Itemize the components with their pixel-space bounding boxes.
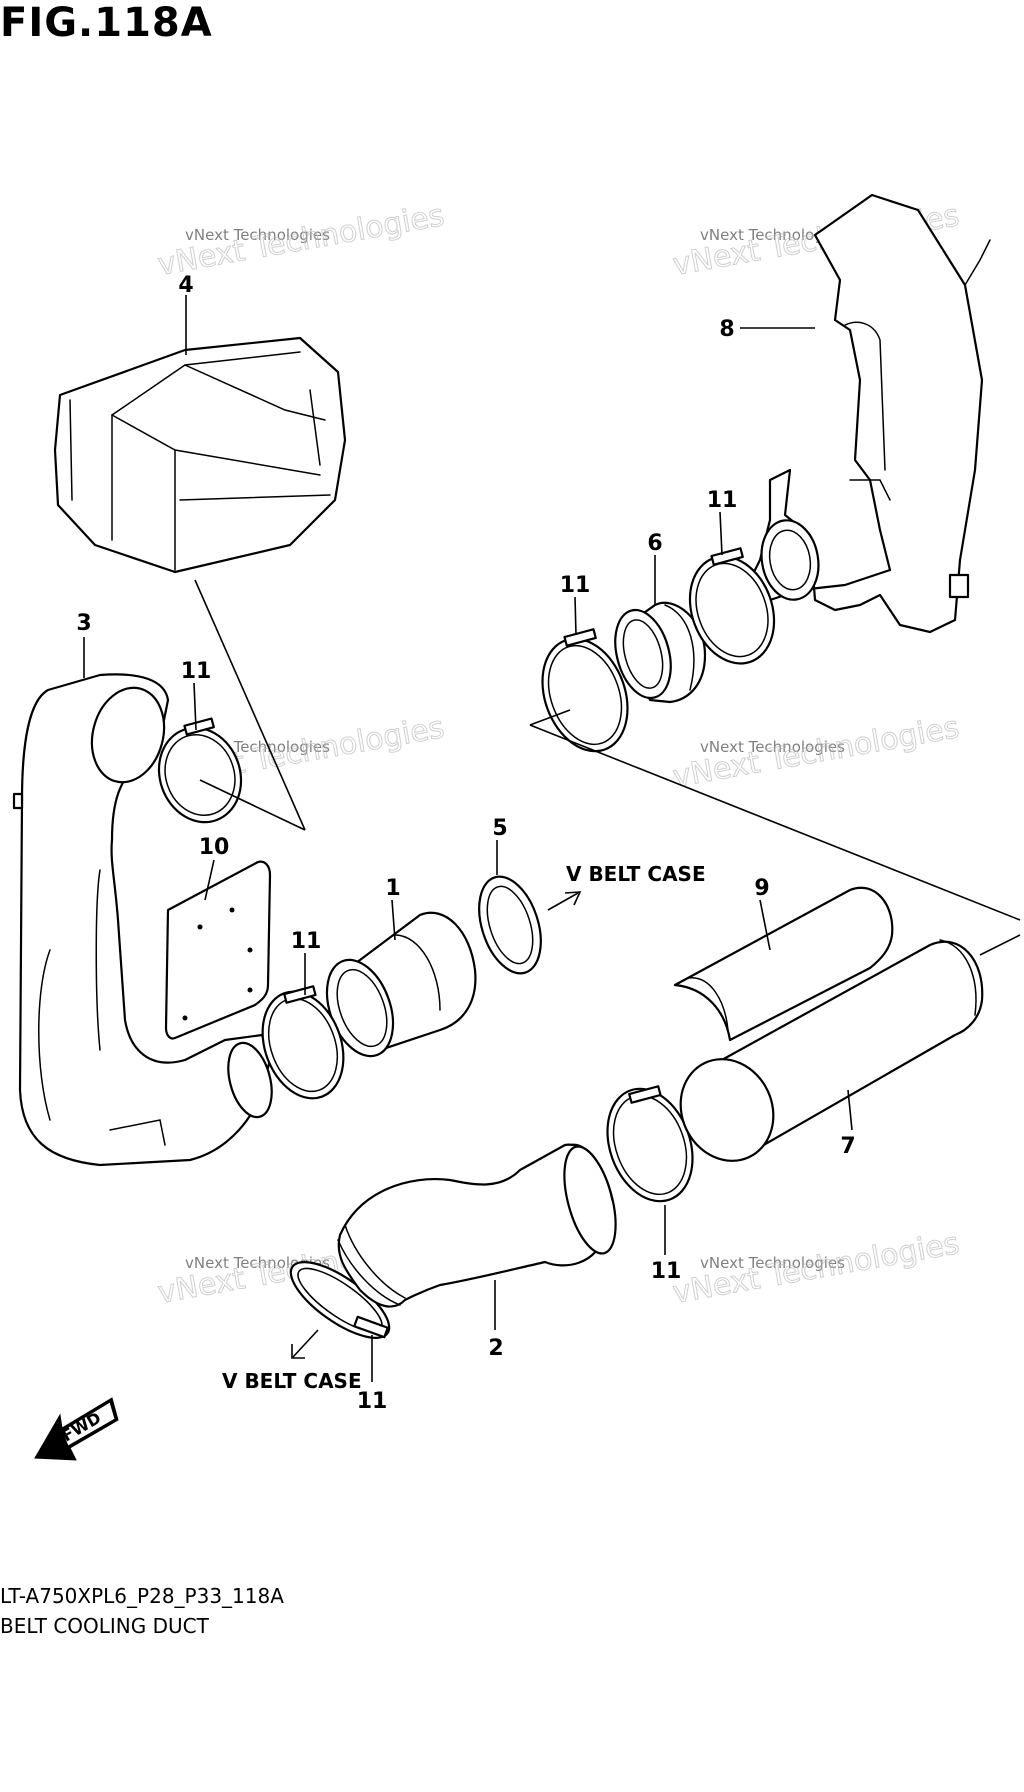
watermark-text: vNext Technologies <box>700 738 845 756</box>
part-number-label: 9 <box>754 876 769 901</box>
leader-lines <box>83 295 853 1382</box>
part-6-boot <box>614 601 707 704</box>
part-number-label: 11 <box>560 573 591 598</box>
fwd-arrow-icon: FWD <box>34 1397 119 1461</box>
guide-line <box>979 934 1021 956</box>
part-number-label: 11 <box>181 659 212 684</box>
part-number-label: 3 <box>76 611 91 636</box>
part-number-label: 11 <box>291 929 322 954</box>
part-number-label: 6 <box>647 531 662 556</box>
part-number-label: 11 <box>357 1389 388 1414</box>
part-5-gasket <box>478 875 542 975</box>
arrow-v-belt-case-bottom <box>291 1329 319 1359</box>
watermark-text: vNext Technologies <box>670 710 962 795</box>
part-number-label: 2 <box>488 1336 503 1361</box>
part-2-hose <box>337 1143 617 1308</box>
part-number-label: 10 <box>199 835 230 860</box>
part-11-clamps <box>157 547 776 1339</box>
watermark-text: vNext Technologies <box>670 1226 962 1311</box>
figure-title: FIG.118A <box>0 0 213 46</box>
part-1-sleeve <box>325 911 477 1058</box>
part-9-half-sleeve <box>673 886 894 1042</box>
part-number-label: 5 <box>492 816 507 841</box>
part-number-label: 11 <box>707 488 738 513</box>
part-number-label: 1 <box>385 876 400 901</box>
part-5-gasket-inner <box>486 885 534 965</box>
v-belt-case-label: V BELT CASE <box>222 1369 362 1393</box>
cover-guide-line <box>194 579 306 831</box>
part-10-plate <box>164 860 272 1040</box>
part-8-intake <box>713 193 991 634</box>
guide-line <box>529 724 1021 921</box>
part-4-cover <box>53 336 347 574</box>
watermark-text: vNext Technologies <box>700 226 845 244</box>
v-belt-case-label: V BELT CASE <box>566 862 706 886</box>
watermark-text: vNext Technologies <box>700 1254 845 1272</box>
part-3-duct <box>12 673 273 1167</box>
part-number-label: 4 <box>178 273 193 298</box>
part-7-tube <box>679 939 984 1162</box>
diagram-code: LT-A750XPL6_P28_P33_118A <box>0 1584 284 1608</box>
part-number-label: 8 <box>719 317 734 342</box>
watermark-text: vNext Technologies <box>185 226 330 244</box>
part-number-label: 11 <box>651 1259 682 1284</box>
part-number-label: 7 <box>840 1134 855 1159</box>
arrow-v-belt-case-top <box>547 891 582 911</box>
watermark-text: vNext Technologies <box>155 198 447 283</box>
guide-line <box>529 709 571 726</box>
guide-line <box>199 779 306 831</box>
diagram-description: BELT COOLING DUCT <box>0 1614 209 1638</box>
